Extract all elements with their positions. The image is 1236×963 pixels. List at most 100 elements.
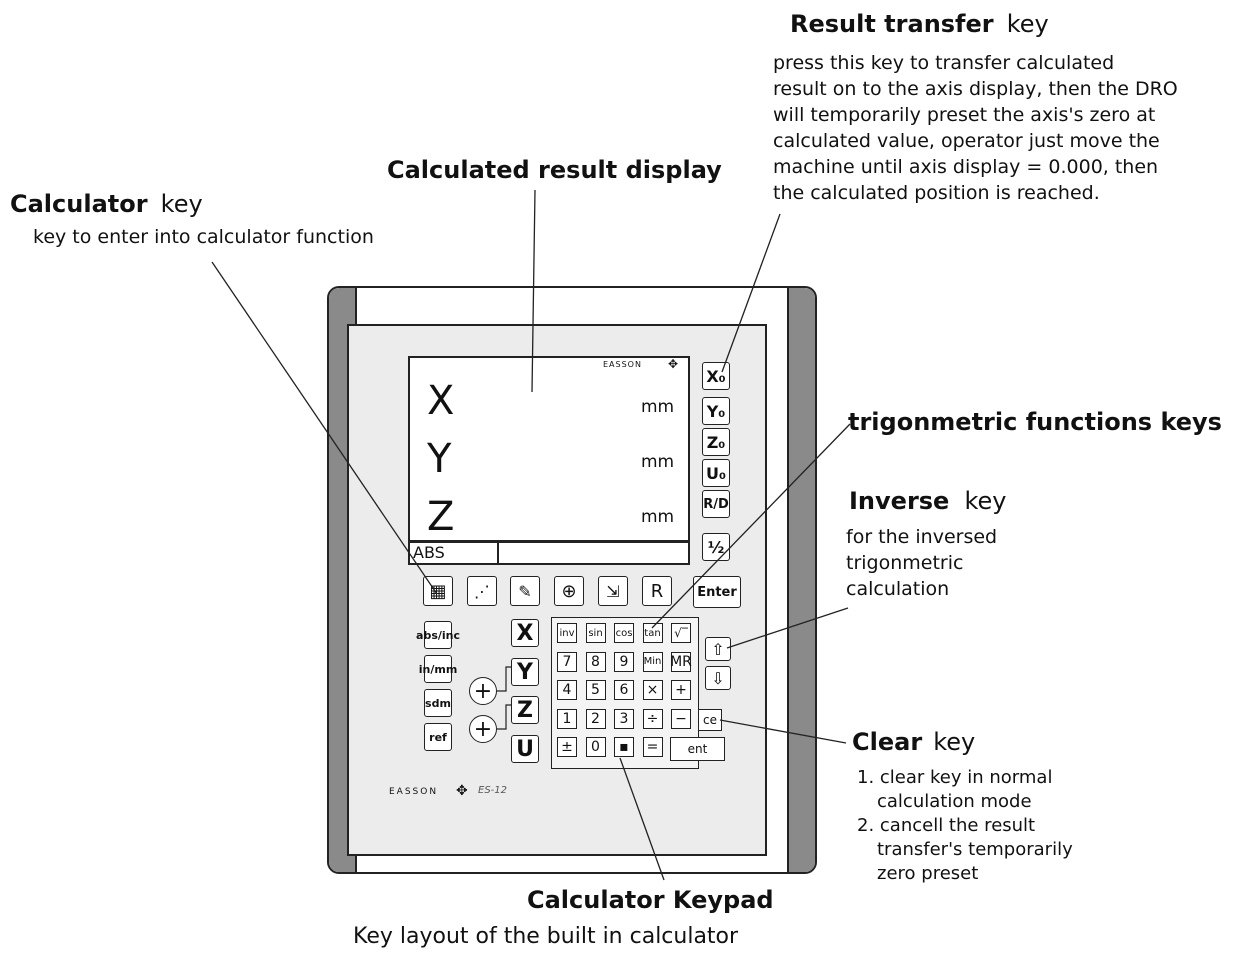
pcd-key[interactable]: ⊕ — [554, 576, 584, 606]
keypad-key[interactable]: Min — [642, 651, 663, 672]
calculated-result-display-label: Calculated result display — [387, 156, 722, 184]
clear-desc-line: zero preset — [877, 863, 979, 884]
keypad-key[interactable]: 4 — [557, 680, 577, 700]
sdm-key[interactable]: sdm — [424, 689, 452, 717]
keypad-key[interactable]: × — [642, 680, 663, 700]
keypad-key[interactable]: 7 — [557, 651, 577, 672]
inverse-heading: Inverse key — [849, 487, 1006, 515]
leader-keypad — [619, 757, 665, 881]
dro-screen — [408, 356, 690, 542]
ent-key[interactable]: ent — [670, 737, 725, 761]
keypad-key[interactable]: inv — [557, 623, 577, 643]
inverse-desc-line: trigonmetric — [846, 552, 964, 574]
abs-inc-key[interactable]: abs/inc — [416, 621, 460, 649]
keypad-key[interactable]: − — [671, 708, 691, 729]
bottom-brand-logo: EASSON — [389, 787, 439, 797]
zero-z-key[interactable]: Z₀ — [702, 428, 730, 456]
keypad-key[interactable]: tan — [642, 623, 663, 643]
leader-inverse — [726, 607, 849, 649]
enter-key[interactable]: Enter — [693, 576, 741, 608]
keypad-key[interactable]: ▪ — [614, 737, 634, 757]
calculator-description: key to enter into calculator function — [33, 226, 374, 248]
ce-key[interactable]: ce — [698, 709, 722, 731]
axis-x-key[interactable]: X — [511, 619, 539, 647]
leader-result-transfer — [721, 213, 781, 373]
clear-heading: Clear key — [852, 728, 975, 756]
result-transfer-desc-line: calculated value, operator just move the — [773, 130, 1160, 152]
radius-key[interactable]: ⇲ — [598, 576, 628, 606]
keypad-key[interactable]: ± — [557, 737, 577, 757]
circle-holes-icon: ⊕ — [561, 580, 577, 602]
axis-z-key[interactable]: Z — [511, 696, 539, 724]
keypad-key[interactable]: 0 — [585, 737, 606, 757]
result-transfer-desc-line: the calculated position is reached. — [773, 182, 1100, 204]
angle-pencil-icon: ✎ — [518, 581, 532, 601]
calculator-key-word: key — [160, 190, 203, 218]
calculator-heading: Calculator key — [10, 190, 203, 218]
keypad-key[interactable]: 1 — [557, 708, 577, 729]
inverse-key[interactable]: ⇧ — [705, 637, 731, 661]
axis-u-key[interactable]: U — [511, 735, 539, 763]
keypad-key[interactable]: cos — [614, 623, 634, 643]
keypad-key[interactable]: MR — [670, 651, 692, 672]
leader-calculator — [211, 261, 438, 595]
zero-y-key[interactable]: Y₀ — [702, 397, 730, 425]
calculator-keypad-label: Calculator Keypad — [527, 886, 774, 914]
axis-label-y: Y — [427, 436, 452, 482]
brand-star-icon: ✥ — [668, 357, 679, 371]
up-arrow-icon: ⇧ — [711, 639, 725, 659]
keypad-key[interactable]: sin — [585, 623, 606, 643]
axis-unit-y: mm — [641, 452, 675, 472]
keypad-key[interactable]: + — [671, 680, 691, 700]
down-arrow-key[interactable]: ⇩ — [705, 666, 731, 690]
plus-connector — [497, 704, 511, 730]
ref-key[interactable]: ref — [424, 723, 452, 751]
circle-plus-icon: + — [473, 716, 493, 742]
line-hole-key[interactable]: ⋰ — [467, 576, 497, 606]
calculator-title: Calculator — [10, 190, 148, 218]
status-mode: ABS — [413, 543, 445, 562]
radius-arrow-icon: ⇲ — [606, 581, 620, 601]
plus-key-lower[interactable]: + — [469, 715, 497, 743]
keypad-key[interactable]: √‾ — [671, 623, 691, 643]
keypad-key[interactable]: 6 — [614, 680, 634, 700]
half-key[interactable]: ½ — [702, 533, 730, 561]
clear-desc-line: calculation mode — [877, 791, 1032, 812]
arc-key[interactable]: ✎ — [510, 576, 540, 606]
keypad-key[interactable]: 3 — [614, 708, 634, 729]
result-transfer-description: press this key to transfer calculated re… — [773, 50, 1178, 206]
axis-unit-x: mm — [641, 397, 675, 417]
model-name: ES-12 — [478, 785, 507, 796]
result-transfer-desc-line: result on to the axis display, then the … — [773, 78, 1178, 100]
axis-y-key[interactable]: Y — [511, 658, 539, 686]
leader-trig — [651, 423, 851, 629]
device-side-bar-right — [787, 288, 815, 872]
keypad-key[interactable]: 2 — [585, 708, 606, 729]
trig-keys-label: trigonmetric functions keys — [848, 408, 1222, 436]
result-transfer-desc-line: press this key to transfer calculated — [773, 52, 1115, 74]
axis-label-z: Z — [427, 494, 455, 540]
dotted-line-icon: ⋰ — [474, 581, 490, 601]
inch-mm-key[interactable]: in/mm — [419, 655, 457, 683]
result-transfer-title: Result transfer — [790, 10, 994, 38]
axis-unit-z: mm — [641, 507, 675, 527]
r-key[interactable]: R — [642, 576, 672, 606]
zero-u-key[interactable]: U₀ — [702, 459, 730, 487]
inverse-title: Inverse — [849, 487, 950, 515]
clear-desc-line: 1. clear key in normal — [857, 767, 1053, 788]
status-bar — [408, 541, 690, 565]
keypad-key[interactable]: 5 — [585, 680, 606, 700]
figure-caption: Key layout of the built in calculator — [353, 924, 739, 949]
plus-key-upper[interactable]: + — [469, 677, 497, 705]
keypad-key[interactable]: ÷ — [642, 708, 663, 729]
rad-dia-key[interactable]: R/D — [702, 490, 730, 518]
result-transfer-desc-line: machine until axis display = 0.000, then — [773, 156, 1159, 178]
inverse-key-word: key — [964, 487, 1007, 515]
result-transfer-key-word: key — [1006, 10, 1049, 38]
keypad-key[interactable]: 8 — [585, 651, 606, 672]
zero-x-key[interactable]: X₀ — [702, 362, 730, 390]
keypad-key[interactable]: = — [642, 737, 663, 757]
clear-description: 1. clear key in normal calculation mode … — [857, 766, 1073, 886]
keypad-key[interactable]: 9 — [614, 651, 634, 672]
brand-star-icon: ✥ — [456, 783, 468, 799]
